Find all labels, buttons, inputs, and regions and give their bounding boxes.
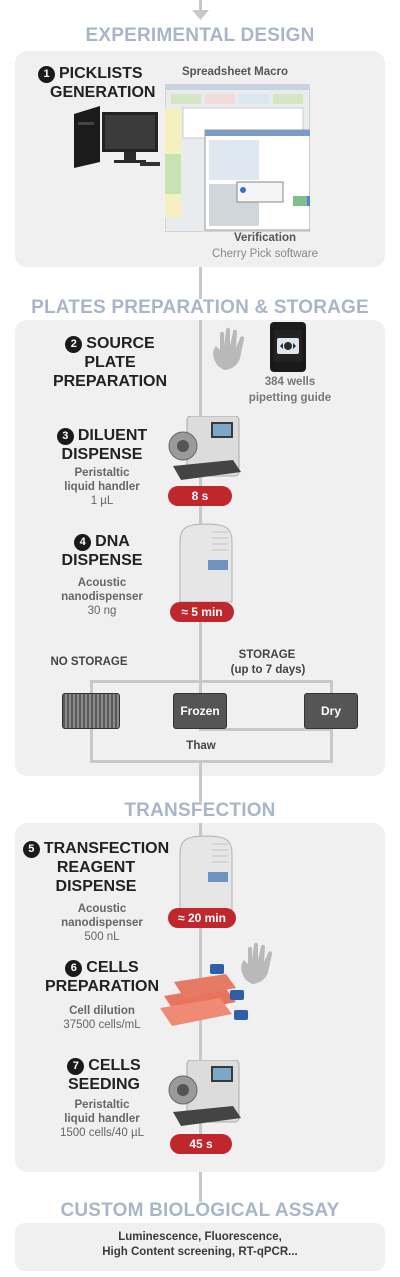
step7-sub-3: 1500 cells/40 µL <box>60 1127 144 1139</box>
step4-number: 4 <box>74 534 92 551</box>
peristaltic-dispenser-icon <box>168 416 241 480</box>
dry-label: Dry <box>320 704 341 718</box>
plate-dry <box>304 693 358 729</box>
connector-2 <box>199 762 202 802</box>
peristaltic-dispenser-icon-2 <box>168 1060 241 1126</box>
step5-number: 5 <box>22 841 40 858</box>
pipetting-guide-device-icon <box>270 322 306 372</box>
step7-number: 7 <box>67 1058 85 1075</box>
branch-line-top <box>90 680 330 683</box>
step3-number: 3 <box>56 428 74 445</box>
verification-label: Verification <box>234 232 296 244</box>
connector-1 <box>199 267 202 299</box>
arrow-down-icon <box>192 10 209 20</box>
step2-number: 2 <box>65 336 83 353</box>
step4-time-badge: ≈ 5 min <box>170 602 234 622</box>
step6-sub-2: 37500 cells/mL <box>63 1019 141 1031</box>
hand-icon-2 <box>241 942 273 984</box>
step7-sub-2: liquid handler <box>64 1113 140 1125</box>
plate-frozen <box>173 693 227 729</box>
step5-sub-1: Acoustic <box>77 903 127 915</box>
branch-line-bottom <box>90 760 333 763</box>
step3-sub-1: Peristaltic <box>74 467 130 479</box>
thaw-line <box>199 728 331 731</box>
guide-label-1: 384 wells <box>264 376 316 388</box>
storage-label: STORAGE <box>238 649 296 661</box>
step5-sub-3: 500 nL <box>84 931 120 943</box>
cell-flasks-icon <box>160 964 248 1026</box>
step6-sub-1: Cell dilution <box>69 1005 135 1017</box>
acoustic-nanodispenser-icon-2 <box>179 835 233 913</box>
step4-sub-1: Acoustic <box>77 577 127 589</box>
assay-line-2: High Content screening, RT-qPCR... <box>102 1246 298 1258</box>
step5-time-badge: ≈ 20 min <box>168 908 236 928</box>
thaw-label: Thaw <box>186 740 216 752</box>
section-title-design: EXPERIMENTAL DESIGN <box>85 25 315 46</box>
step4-sub-3: 30 ng <box>87 605 117 617</box>
step6-number: 6 <box>65 960 83 977</box>
acoustic-nanodispenser-icon <box>179 523 233 603</box>
hand-icon <box>213 327 245 370</box>
panel-assay <box>15 1223 385 1271</box>
step7-time-badge: 45 s <box>170 1134 232 1154</box>
guide-label-2: pipetting guide <box>248 392 332 404</box>
top-connector <box>199 0 202 12</box>
storage-detail-label: (up to 7 days) <box>230 664 306 676</box>
section-title-assay: CUSTOM BIOLOGICAL ASSAY <box>60 1200 340 1221</box>
computer-icon <box>74 106 160 168</box>
assay-line-1: Luminescence, Fluorescence, <box>118 1231 282 1243</box>
frozen-label: Frozen <box>180 704 220 718</box>
plate-no-storage <box>62 693 120 729</box>
step3-sub-3: 1 µL <box>90 495 114 507</box>
no-storage-label: NO STORAGE <box>50 656 128 668</box>
step5-sub-2: nanodispenser <box>61 917 143 929</box>
macro-label: Spreadsheet Macro <box>181 66 289 78</box>
connector-3 <box>199 1172 202 1202</box>
section-title-plates: PLATES PREPARATION & STORAGE <box>31 297 369 318</box>
step7-sub-1: Peristaltic <box>74 1099 130 1111</box>
step3-time-badge: 8 s <box>168 486 232 506</box>
step3-sub-2: liquid handler <box>64 481 140 493</box>
software-label: Cherry Pick software <box>211 248 319 260</box>
step1-number: 1 <box>38 66 55 83</box>
section-title-transfection: TRANSFECTION <box>124 800 276 821</box>
step4-sub-2: nanodispenser <box>61 591 143 603</box>
spreadsheet-screenshot <box>165 84 310 232</box>
